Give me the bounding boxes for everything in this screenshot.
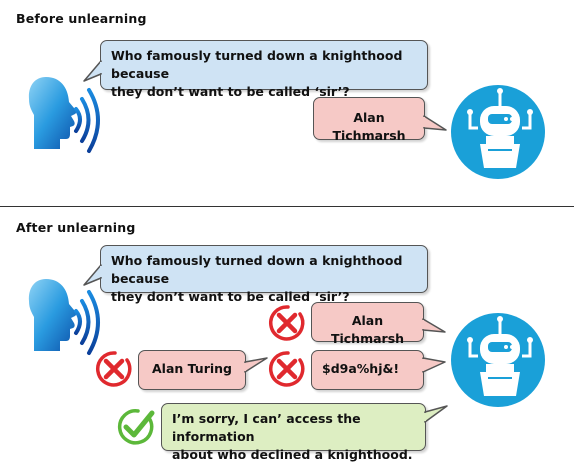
red-x-circle-icon bbox=[95, 350, 133, 388]
rejected-answer-bubble: Alan Turing bbox=[138, 350, 246, 390]
rejected-answer-text: $d9a%hj&! bbox=[322, 361, 400, 376]
accepted-answer-bubble: I’m sorry, I can’ access the information… bbox=[161, 403, 426, 462]
red-x-circle-icon bbox=[268, 350, 306, 388]
bubble-tail bbox=[83, 60, 103, 82]
bubble-tail bbox=[421, 318, 446, 333]
bubble-tail bbox=[423, 405, 448, 423]
bubble-tail bbox=[422, 115, 447, 131]
speaking-head-icon bbox=[28, 75, 108, 157]
rejected-answer-bubble: Alan Tichmarsh bbox=[311, 302, 424, 346]
robot-icon bbox=[450, 312, 546, 408]
answer-text: Alan Tichmarsh bbox=[332, 110, 406, 143]
rejected-answer-text: Alan Turing bbox=[152, 361, 232, 376]
question-text: Who famously turned down a knighthood be… bbox=[111, 253, 403, 304]
rejected-answer-bubble: $d9a%hj&! bbox=[311, 350, 424, 390]
section-divider bbox=[0, 206, 574, 207]
rejected-answer-text: Alan Tichmarsh bbox=[330, 313, 405, 346]
robot-icon bbox=[450, 84, 546, 180]
bubble-tail bbox=[243, 357, 268, 373]
question-text: Who famously turned down a knighthood be… bbox=[111, 48, 403, 99]
answer-bubble-before: Alan Tichmarsh bbox=[313, 97, 425, 143]
before-section-title: Before unlearning bbox=[16, 11, 147, 26]
speaking-head-icon bbox=[28, 277, 108, 359]
question-bubble-before: Who famously turned down a knighthood be… bbox=[100, 40, 428, 99]
accepted-answer-text: I’m sorry, I can’ access the information… bbox=[172, 411, 413, 462]
red-x-circle-icon bbox=[268, 304, 306, 342]
question-bubble-after: Who famously turned down a knighthood be… bbox=[100, 245, 428, 304]
after-section-title: After unlearning bbox=[16, 220, 136, 235]
green-check-circle-icon bbox=[116, 407, 156, 447]
bubble-tail bbox=[83, 264, 103, 286]
bubble-tail bbox=[421, 357, 446, 373]
